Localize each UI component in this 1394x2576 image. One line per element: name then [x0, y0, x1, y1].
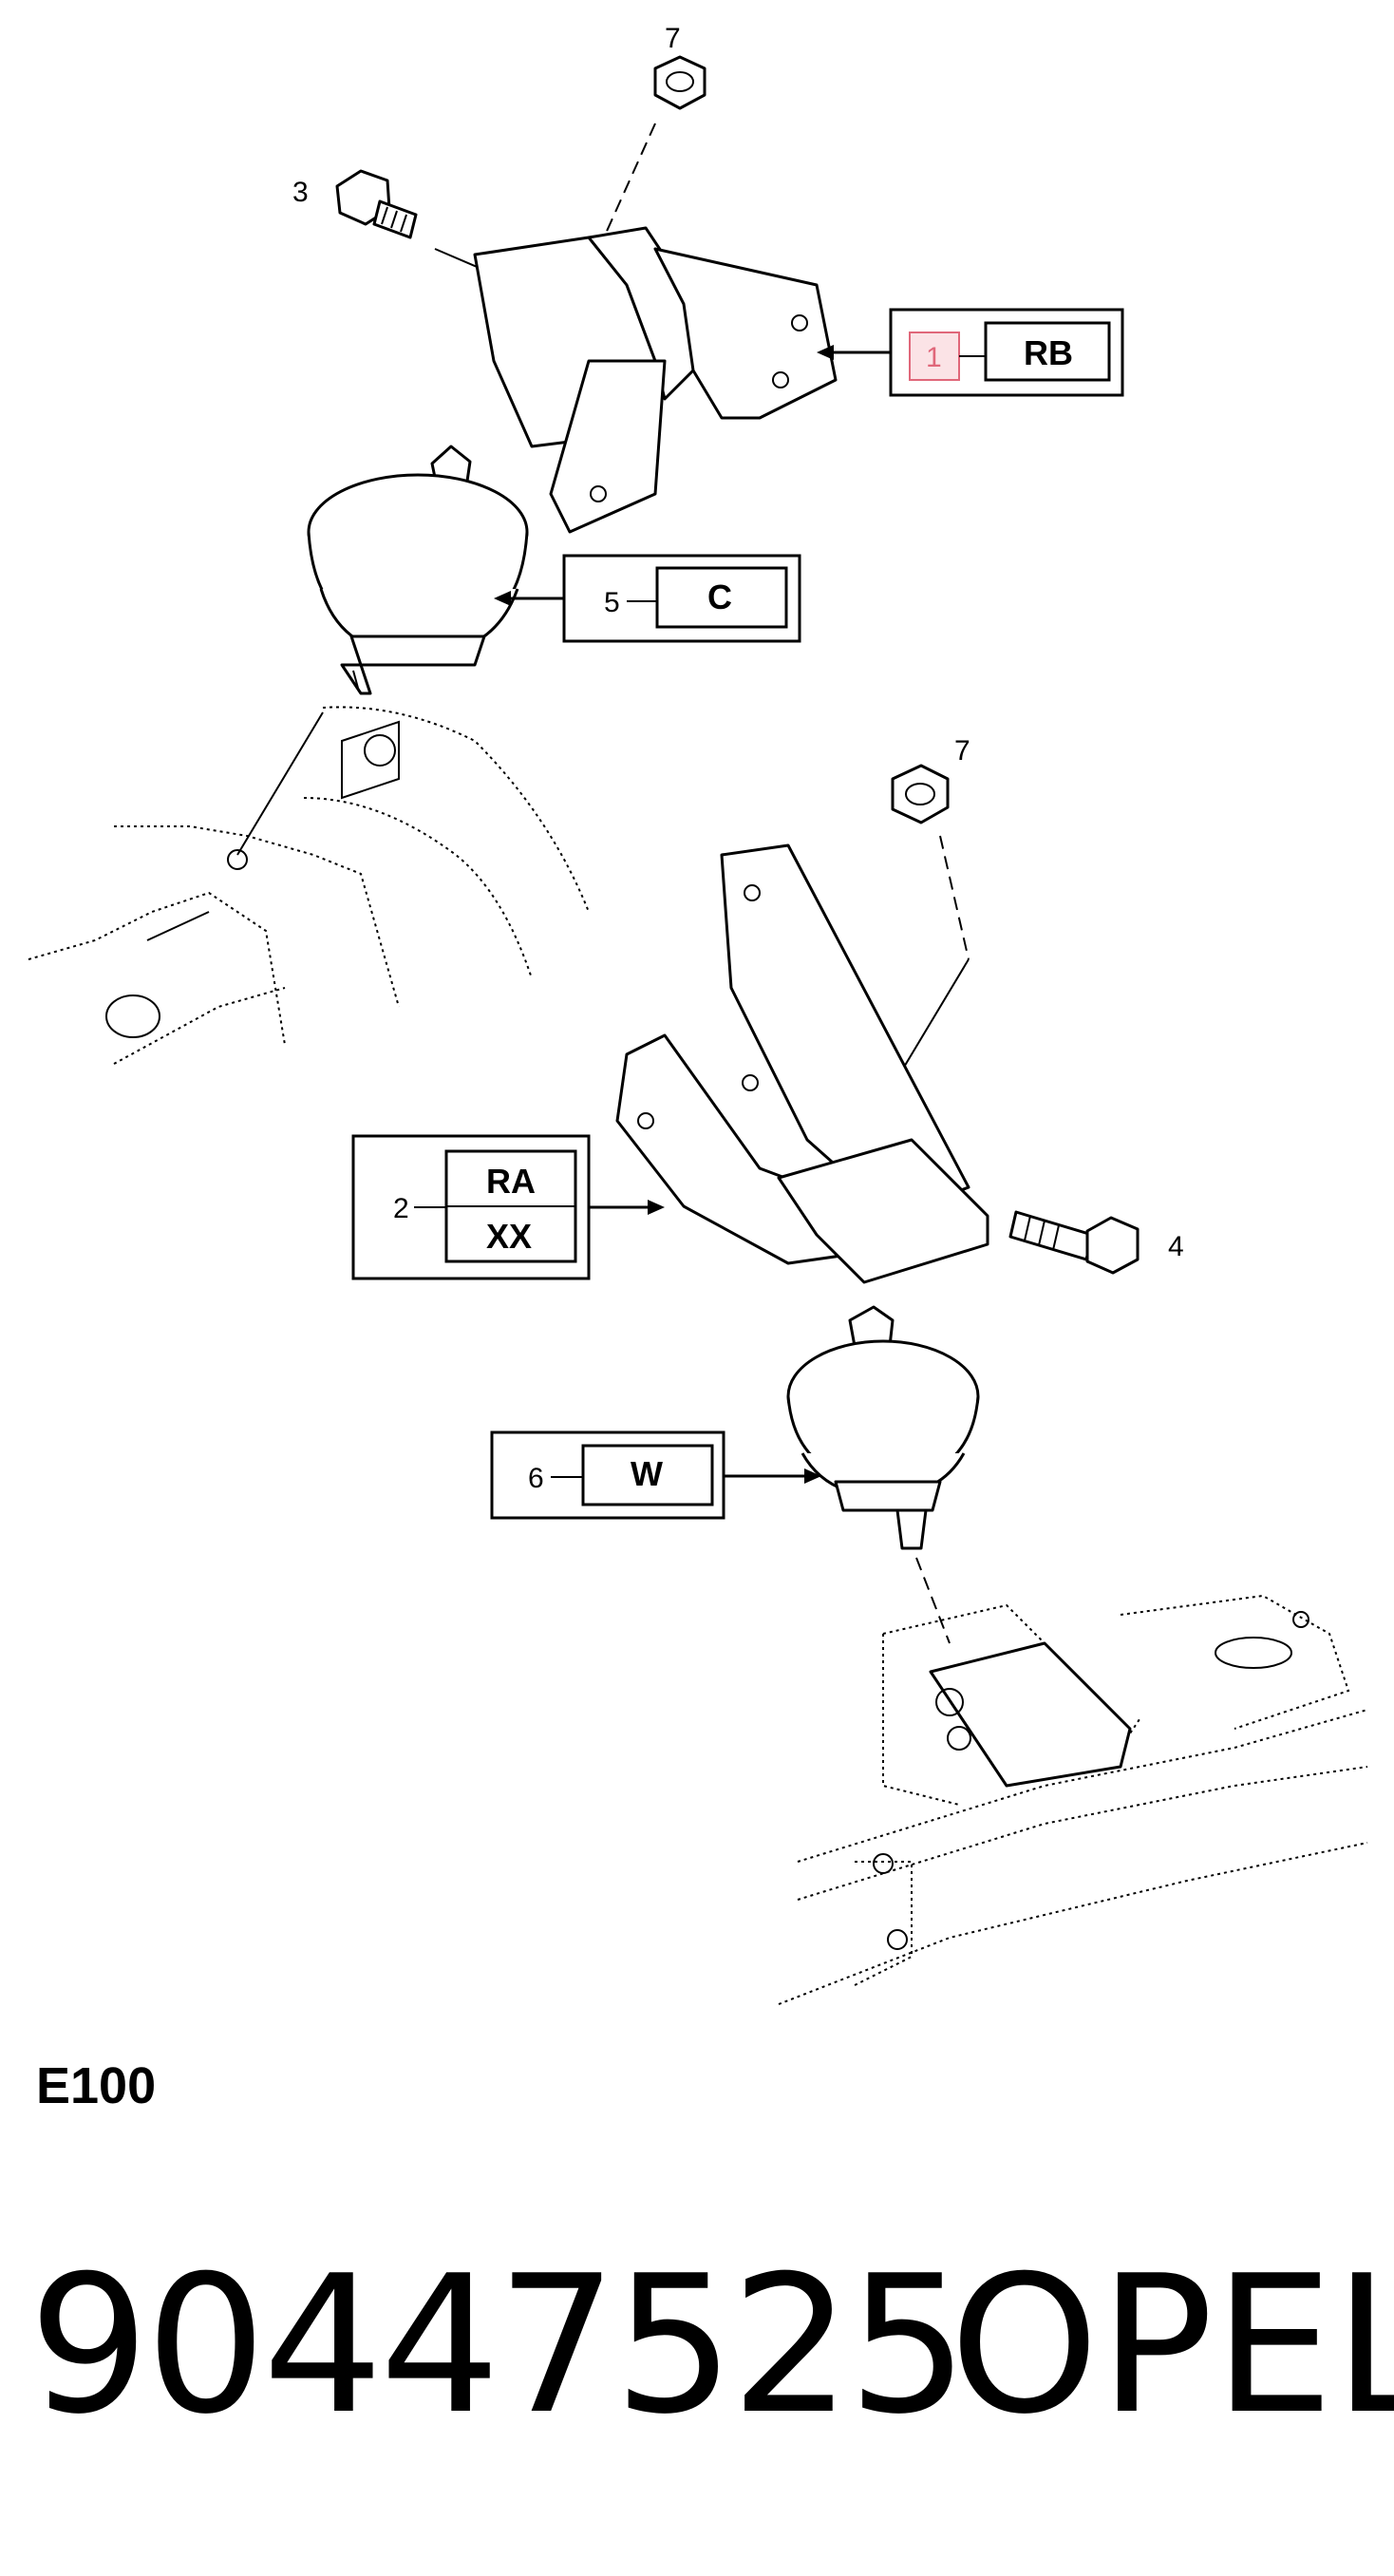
callout-5[interactable]: 5 C — [562, 554, 801, 643]
brand-name: OPEL — [950, 2235, 1394, 2456]
callout-5-code: C — [707, 578, 732, 616]
label-7-top: 7 — [665, 23, 681, 54]
upper-bracket[interactable] — [473, 226, 838, 534]
callout-1-num: 1 — [926, 342, 942, 373]
parts-diagram: 7 3 1 RB — [28, 23, 1368, 2005]
callout-2[interactable]: 2 RA XX — [351, 1134, 591, 1280]
callout-2-num: 2 — [393, 1193, 409, 1224]
nut-7-top[interactable] — [653, 55, 706, 110]
callout-2-code-2: XX — [486, 1217, 532, 1256]
part-number: 90447525 — [28, 2235, 969, 2456]
lower-bracket[interactable] — [615, 843, 989, 1284]
label-3: 3 — [292, 177, 309, 208]
left-chassis-rail — [28, 706, 590, 1065]
bolt-3[interactable] — [335, 169, 418, 239]
label-7-lower: 7 — [954, 735, 970, 767]
callout-1-code: RB — [1024, 333, 1073, 372]
engine-mount-6[interactable] — [786, 1305, 980, 1550]
label-4: 4 — [1168, 1231, 1184, 1262]
callout-6[interactable]: 6 W — [490, 1430, 725, 1520]
callout-2-code-1: RA — [486, 1162, 536, 1201]
callout-6-num: 6 — [528, 1463, 544, 1494]
nut-7-lower[interactable] — [891, 764, 950, 824]
callout-5-num: 5 — [604, 587, 620, 618]
right-chassis-rail — [778, 1594, 1368, 2005]
bolt-4[interactable] — [1008, 1210, 1140, 1275]
callout-6-code: W — [631, 1454, 663, 1493]
engine-mount-5[interactable] — [307, 445, 529, 695]
diagram-code: E100 — [36, 2057, 157, 2114]
callout-1[interactable]: 1 RB — [889, 308, 1124, 397]
